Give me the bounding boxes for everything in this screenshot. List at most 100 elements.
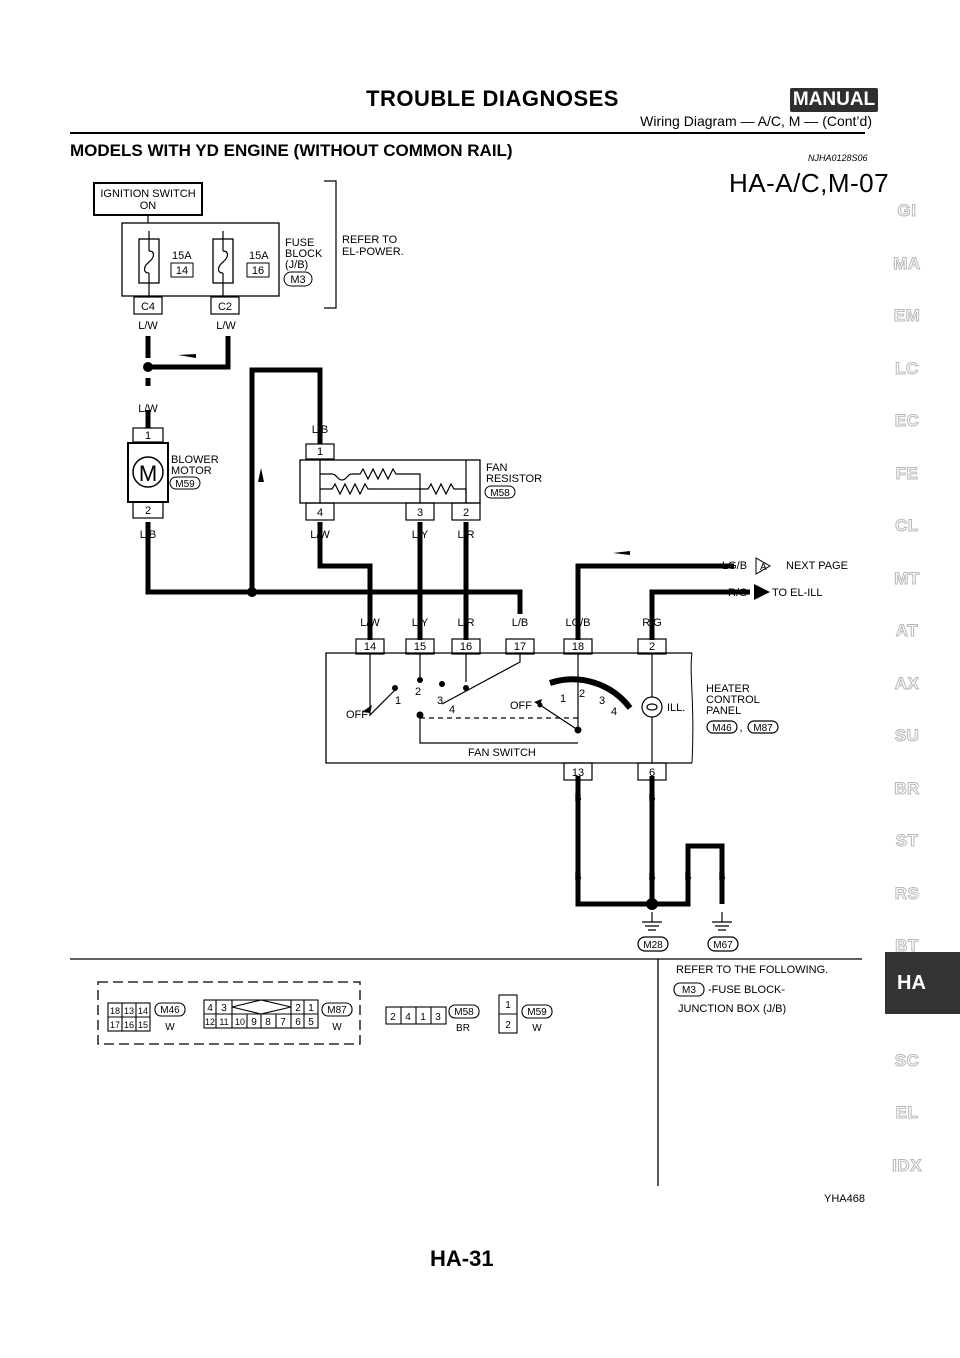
connector-m46: M46 [712, 723, 732, 734]
tab-lc[interactable]: LC [895, 358, 919, 378]
wire-b: B [648, 792, 655, 804]
tab-bt[interactable]: BT [895, 936, 919, 956]
ill-position-4: 4 [611, 706, 617, 718]
tab-gi[interactable]: GI [897, 201, 917, 221]
tab-st[interactable]: ST [895, 831, 919, 851]
tab-idx[interactable]: IDX [892, 1155, 922, 1175]
m58-pin-1: 1 [420, 1012, 426, 1023]
ill-position-1: 1 [560, 693, 566, 705]
fuse-block-box [121, 222, 280, 297]
connector-m87: M87 [753, 723, 773, 734]
reference-connector-m3: M3 [682, 985, 696, 996]
m59-pin-1: 1 [505, 1000, 511, 1011]
m59-face-label: M59 [527, 1007, 547, 1018]
section-tabs: GI MA EM LC EC FE CL MT AT AX SU BR ST R… [884, 185, 930, 1192]
fan-position-2: 2 [415, 686, 421, 698]
fan-position-4: 4 [449, 704, 455, 716]
m46-pin-15: 15 [138, 1020, 148, 1030]
m87-pin-4: 4 [207, 1003, 213, 1014]
pin-2: 2 [463, 507, 469, 519]
refer-to-label: REFER TO [342, 234, 398, 246]
connector-m3: M3 [290, 274, 305, 286]
figure-id: YHA468 [824, 1193, 865, 1205]
wire-b: B [684, 871, 691, 883]
fan-switch-label: FAN SWITCH [468, 747, 536, 759]
m87-pin-8: 8 [265, 1017, 271, 1028]
wire-rg: R/G [728, 587, 748, 599]
fuse-b-rating: 15A [249, 250, 269, 262]
m58-face-label: M58 [454, 1007, 474, 1018]
header-rule [70, 132, 865, 134]
wire-lr: L/R [457, 529, 474, 541]
pin-c4: C4 [141, 301, 155, 313]
m87-pin-1: 1 [308, 1003, 314, 1014]
tab-ax[interactable]: AX [894, 673, 920, 693]
tab-em[interactable]: EM [893, 306, 921, 326]
m87-pin-2: 2 [295, 1003, 301, 1014]
m46-pin-14: 14 [138, 1006, 148, 1016]
tab-ec[interactable]: EC [894, 411, 920, 431]
tab-rs[interactable]: RS [894, 883, 920, 903]
wire-lb: L/B [512, 617, 529, 629]
m87-pin-9: 9 [251, 1017, 257, 1028]
m87-pin-3: 3 [221, 1003, 227, 1014]
m87-pin-12: 12 [205, 1017, 215, 1027]
pin-13: 13 [572, 767, 584, 779]
pin-18: 18 [572, 641, 584, 653]
tab-ma[interactable]: MA [893, 253, 921, 273]
m46-pin-18: 18 [110, 1006, 120, 1016]
off-page-connector-a: A [760, 562, 767, 573]
wire-lw: L/W [138, 320, 158, 332]
pin-3: 3 [417, 507, 423, 519]
pin-1: 1 [145, 430, 151, 442]
wire-ly: L/Y [412, 617, 429, 629]
m87-pin-11: 11 [219, 1017, 228, 1027]
fuse-block-label: FUSE [285, 237, 314, 249]
m46-pin-17: 17 [110, 1020, 120, 1030]
ignition-on-label: ON [140, 200, 157, 212]
wire-rg: R/G [642, 617, 662, 629]
tab-at[interactable]: AT [895, 621, 919, 641]
m46-face-label: M46 [160, 1005, 180, 1016]
wire-lgb: LG/B [565, 617, 590, 629]
header-subtitle: Wiring Diagram — A/C, M — (Cont’d) [640, 113, 872, 129]
pin-2: 2 [649, 641, 655, 653]
m87-color: W [332, 1022, 342, 1033]
tab-mt[interactable]: MT [894, 568, 920, 588]
m58-pin-3: 3 [435, 1012, 441, 1023]
wire-lr: L/R [457, 617, 474, 629]
ground-m28: M28 [643, 940, 663, 951]
pin-4: 4 [317, 507, 323, 519]
to-el-ill-label: TO EL-ILL [772, 587, 823, 599]
motor-symbol: M [139, 461, 157, 486]
wire-lgb: LG/B [722, 560, 747, 572]
tab-br[interactable]: BR [894, 778, 920, 798]
ill-position-3: 3 [599, 695, 605, 707]
diagram-id: HA-A/C,M-07 [729, 168, 890, 198]
section-code: NJHA0128S06 [808, 153, 868, 163]
m46-color: W [165, 1022, 175, 1033]
pin-c2: C2 [218, 301, 232, 313]
fuse-block-label-3: (J/B) [285, 259, 308, 271]
heater-panel-label-2: CONTROL [706, 694, 760, 706]
tab-el[interactable]: EL [895, 1103, 919, 1123]
m87-pin-5: 5 [308, 1017, 314, 1028]
pin-15: 15 [414, 641, 426, 653]
reference-title: REFER TO THE FOLLOWING. [676, 964, 828, 976]
manual-badge: MANUAL [790, 88, 878, 112]
pin-2: 2 [145, 505, 151, 517]
tab-fe[interactable]: FE [895, 463, 919, 483]
tab-ha-active[interactable]: HA [885, 952, 960, 1014]
ignition-switch-label: IGNITION SWITCH [100, 188, 195, 200]
tab-sc[interactable]: SC [894, 1050, 920, 1070]
pin-1: 1 [317, 446, 323, 458]
fuse-block-label-2: BLOCK [285, 248, 323, 260]
header-title: TROUBLE DIAGNOSES [366, 86, 619, 111]
connector-m58: M58 [490, 488, 510, 499]
fan-resistor-label-2: RESISTOR [486, 473, 542, 485]
tab-cl[interactable]: CL [895, 516, 919, 536]
connector-separator: , [739, 722, 742, 734]
tab-su[interactable]: SU [894, 726, 920, 746]
off-label: OFF [346, 709, 368, 721]
